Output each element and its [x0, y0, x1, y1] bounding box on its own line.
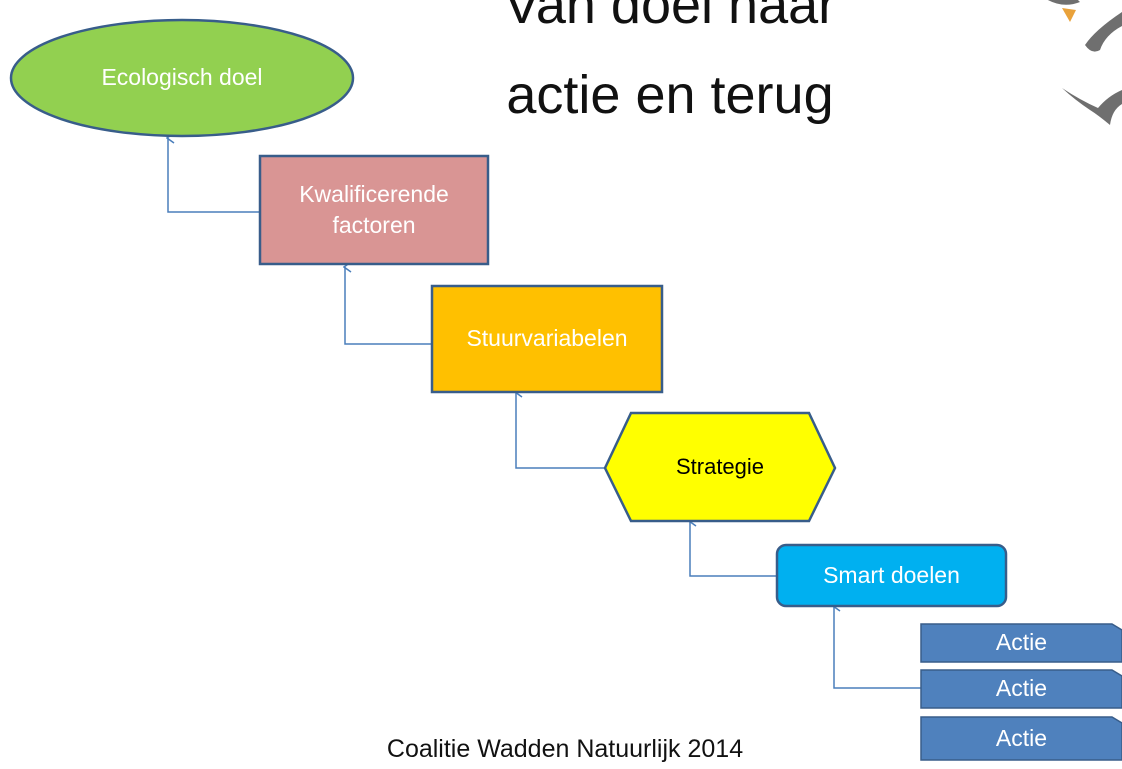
stuurvariabelen-label: Stuurvariabelen: [466, 325, 628, 352]
footer-credit: Coalitie Wadden Natuurlijk 2014: [386, 735, 744, 763]
bird-icon: [1048, 0, 1080, 5]
bird-icon: [1062, 88, 1122, 125]
slide-title-line-2: actie en terug: [506, 65, 834, 125]
actie-label-1: Actie: [995, 629, 1048, 656]
slide-title-line-1: Van doel naar: [503, 0, 837, 35]
smart-doelen-label: Smart doelen: [823, 561, 960, 588]
connector-stuurvariabelen-to-kwalificerende: [345, 267, 432, 345]
connectors: [168, 138, 921, 689]
connector-kwalificerende-to-ecologisch: [168, 138, 260, 213]
stuurvariabelen-box: [430, 284, 664, 394]
actie-box-2: [920, 669, 1122, 709]
connector-smart-to-strategie: [690, 521, 777, 577]
birds-illustration: [1048, 0, 1122, 125]
bird-icon: [1062, 8, 1076, 22]
ecologisch-doel-label: Ecologisch doel: [101, 64, 263, 91]
actie-label-3: Actie: [995, 724, 1048, 751]
kwalificerende-factoren-label: Kwalificerende factoren: [299, 180, 449, 238]
connector-strategie-to-stuurvariabelen: [516, 392, 605, 469]
strategie-label: Strategie: [675, 454, 765, 480]
kwalificerende-factoren-box: [258, 154, 490, 266]
bird-icon: [1085, 12, 1122, 52]
ecologisch-doel-ellipse: [9, 18, 355, 138]
actie-box-3: [920, 716, 1122, 761]
connector-actie-to-smart: [834, 606, 921, 689]
strategie-hexagon: [603, 411, 837, 523]
smart-doelen-box: [775, 543, 1008, 608]
actie-label-2: Actie: [995, 675, 1048, 702]
actie-box-1: [920, 623, 1122, 663]
